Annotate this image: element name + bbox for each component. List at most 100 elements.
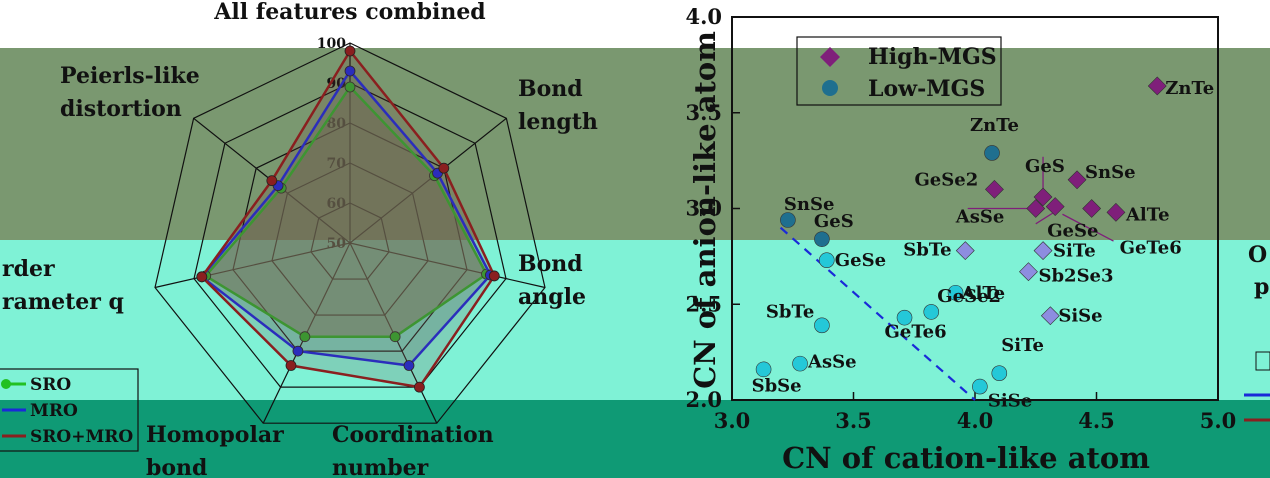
radar-point bbox=[344, 81, 356, 93]
scatter-point-label: ZnTe bbox=[970, 115, 1019, 136]
cut-off-legend-box bbox=[1255, 351, 1270, 371]
scatter-point-gete6 bbox=[896, 309, 913, 326]
scatter-point-label: AsSe bbox=[955, 207, 1005, 228]
scatter-legend-box bbox=[796, 36, 1002, 106]
scatter-x-tick-label: 3.5 bbox=[835, 408, 872, 433]
scatter-legend-marker-low bbox=[822, 80, 838, 96]
radar-point bbox=[266, 175, 278, 187]
scatter-y-tick-label: 3.0 bbox=[685, 196, 722, 221]
scatter-point-label: AlTe bbox=[1125, 204, 1170, 225]
scatter-point-znte bbox=[984, 145, 1000, 161]
scatter-point-label: SiTe bbox=[1053, 241, 1096, 262]
scatter-point-gese2 bbox=[923, 304, 940, 320]
scatter-point-asse bbox=[1026, 199, 1046, 218]
scatter-point-alte bbox=[947, 284, 964, 301]
cut-off-text: O bbox=[1248, 242, 1267, 268]
radar-legend-label: MRO bbox=[30, 401, 78, 421]
scatter-point-label: SnSe bbox=[784, 194, 835, 215]
scatter-legend-marker-high bbox=[820, 47, 840, 67]
scatter-x-tick-label: 3.0 bbox=[714, 408, 751, 433]
scatter-y-tick-label: 2.5 bbox=[685, 291, 722, 316]
scatter-point-sbte bbox=[814, 317, 830, 334]
scatter-point-gete6 bbox=[1082, 199, 1102, 218]
scatter-point-sbse bbox=[755, 361, 772, 378]
scatter-arrow bbox=[1062, 213, 1114, 242]
scatter-point-label: GeSe bbox=[1047, 221, 1098, 242]
scatter-point-snse bbox=[780, 212, 796, 228]
scatter-point-label: AlTe bbox=[961, 283, 1006, 304]
radar-point bbox=[285, 360, 297, 371]
scatter-point-label: GeSe2 bbox=[937, 286, 1001, 307]
radar-axis-label-order_param: rder bbox=[2, 256, 55, 282]
scatter-point-site bbox=[1033, 241, 1053, 261]
radar-point bbox=[292, 345, 304, 357]
scatter-point-label: GeSe2 bbox=[914, 169, 978, 190]
scatter-x-tick-label: 4.5 bbox=[1078, 408, 1115, 433]
radar-grid-ring bbox=[232, 122, 468, 352]
radar-point bbox=[389, 331, 401, 343]
scatter-dashed-boundary bbox=[779, 226, 976, 401]
scatter-point-ges bbox=[814, 231, 830, 247]
radar-point bbox=[344, 45, 356, 57]
radar-axis-label-bond_angle: Bond bbox=[518, 251, 583, 277]
cut-off-text: pa bbox=[1254, 274, 1270, 300]
scatter-point-label: SbTe bbox=[766, 301, 814, 322]
radar-point bbox=[414, 381, 425, 393]
scatter-point-alte bbox=[1106, 202, 1126, 222]
radar-grid-ring bbox=[193, 82, 507, 388]
scatter-point-label: GeS bbox=[814, 211, 854, 232]
radar-axis-label-bond_angle: angle bbox=[518, 284, 586, 310]
radar-axis-label-homopolar: Homopolar bbox=[146, 422, 284, 448]
scatter-point-gese bbox=[1045, 197, 1065, 217]
scatter-point-label: SiSe bbox=[1058, 306, 1102, 327]
radar-point bbox=[438, 162, 450, 174]
scatter-legend-label-high: High-MGS bbox=[868, 44, 997, 70]
scatter-point-gese2 bbox=[985, 179, 1004, 199]
radar-legend-marker bbox=[1, 379, 11, 389]
scatter-point-label: GeS bbox=[1025, 156, 1065, 177]
radar-series-mro bbox=[200, 68, 492, 367]
radar-axis-label-coordination: Coordination bbox=[332, 422, 494, 448]
scatter-y-tick-label: 3.5 bbox=[685, 100, 722, 125]
scatter-point-label: GeSe bbox=[835, 250, 886, 271]
scatter-point-gese bbox=[818, 252, 835, 269]
scatter-point-label: SnSe bbox=[1085, 162, 1136, 183]
radar-axis-label-bond_length: Bond bbox=[518, 76, 583, 102]
scatter-point-site bbox=[991, 365, 1008, 381]
radar-axis-label-order_param: rameter q bbox=[2, 289, 124, 315]
scatter-point-label: Sb2Se3 bbox=[1038, 266, 1113, 287]
radar-point bbox=[403, 360, 415, 371]
scatter-y-title: CN of anion-like atom bbox=[688, 31, 722, 389]
scatter-point-snse bbox=[1067, 170, 1087, 190]
radar-point bbox=[488, 270, 500, 282]
radar-point bbox=[196, 271, 208, 283]
scatter-legend: High-MGS Low-MGS bbox=[796, 36, 1002, 106]
radar-axis-label-peierls: distortion bbox=[60, 96, 182, 122]
radar-point bbox=[344, 65, 356, 77]
radar-grid-ring bbox=[154, 42, 546, 424]
radar-point bbox=[299, 331, 311, 343]
radar-tick-label: 100 bbox=[317, 36, 346, 52]
scatter-point-ges bbox=[1033, 187, 1053, 207]
scatter-point-label: AsSe bbox=[807, 352, 857, 373]
scatter-point-asse bbox=[792, 355, 808, 372]
background-band-teal bbox=[0, 400, 1270, 478]
radar-series-sro-mro bbox=[200, 48, 496, 389]
radar-chart: 5060708090100All features combinedBondle… bbox=[0, 0, 598, 478]
scatter-point-label: SiTe bbox=[1001, 335, 1044, 356]
radar-axis-label-peierls: Peierls-like bbox=[60, 63, 200, 89]
radar-legend-label: SRO bbox=[30, 375, 71, 395]
scatter-y-tick-label: 2.0 bbox=[685, 387, 722, 412]
scatter-x-title: CN of cation-like atom bbox=[782, 441, 1150, 475]
scatter-point-sise bbox=[972, 378, 988, 395]
radar-title: All features combined bbox=[213, 0, 485, 25]
radar-series-sro bbox=[203, 85, 489, 338]
scatter-y-tick-label: 4.0 bbox=[685, 4, 722, 29]
scatter-point-sbte bbox=[955, 241, 975, 261]
scatter-legend-label-low: Low-MGS bbox=[868, 76, 985, 102]
scatter-point-label: GeTe6 bbox=[885, 322, 947, 343]
scatter-point-label: ZnTe bbox=[1165, 78, 1214, 99]
